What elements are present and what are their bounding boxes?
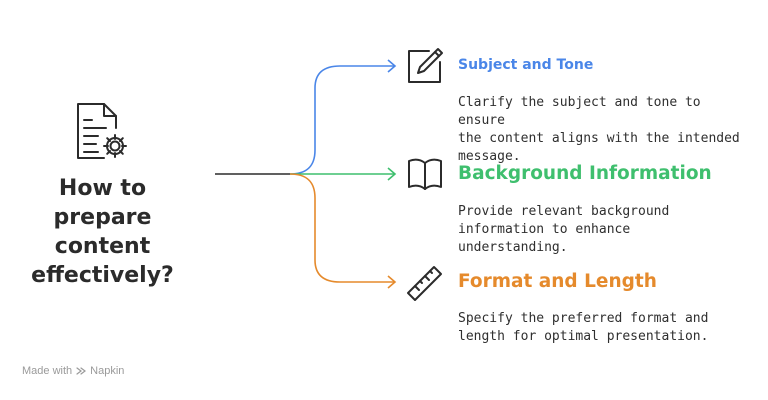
question-line-3: content — [54, 234, 151, 259]
description-line: message. — [458, 149, 521, 164]
description-line: Provide relevant background — [458, 204, 670, 219]
description-line: information to enhance — [458, 222, 631, 237]
arrowhead-subject-and-tone — [387, 59, 397, 73]
made-with-label: Made with — [22, 365, 73, 377]
branch-line-format-and-length — [289, 173, 394, 283]
branch-title-background-information: Background Information — [458, 163, 712, 184]
open-book-icon — [408, 158, 442, 190]
description-line: Clarify the subject and tone to ensure — [458, 95, 701, 128]
napkin-brand-label: Napkin — [90, 365, 125, 377]
description-line: length for optimal presentation. — [458, 329, 709, 344]
description-line: understanding. — [458, 240, 568, 255]
question-line-1: How to — [58, 176, 147, 201]
made-with-napkin-footer[interactable]: Made with Napkin — [22, 365, 124, 377]
question-line-4: effectively? — [31, 263, 174, 288]
arrowhead-format-and-length — [387, 275, 397, 289]
central-question: How to prepare content effectively? — [10, 174, 195, 290]
branch-description-subject-and-tone: Clarify the subject and tone to ensure t… — [458, 94, 748, 166]
branch-description-format-and-length: Specify the preferred format and length … — [458, 310, 748, 346]
ruler-icon — [407, 266, 442, 301]
branch-line-subject-and-tone — [289, 65, 394, 175]
arrowhead-background-information — [387, 167, 397, 181]
branch-title-subject-and-tone: Subject and Tone — [458, 57, 594, 73]
question-line-2: prepare — [53, 205, 152, 230]
branch-title-format-and-length: Format and Length — [458, 271, 657, 292]
pencil-notepad-icon — [408, 48, 443, 83]
description-line: Specify the preferred format and — [458, 311, 709, 326]
branch-description-background-information: Provide relevant background information … — [458, 203, 748, 257]
description-line: the content aligns with the intended — [458, 131, 740, 146]
document-gear-icon — [77, 103, 127, 159]
napkin-logo-icon — [76, 367, 87, 375]
